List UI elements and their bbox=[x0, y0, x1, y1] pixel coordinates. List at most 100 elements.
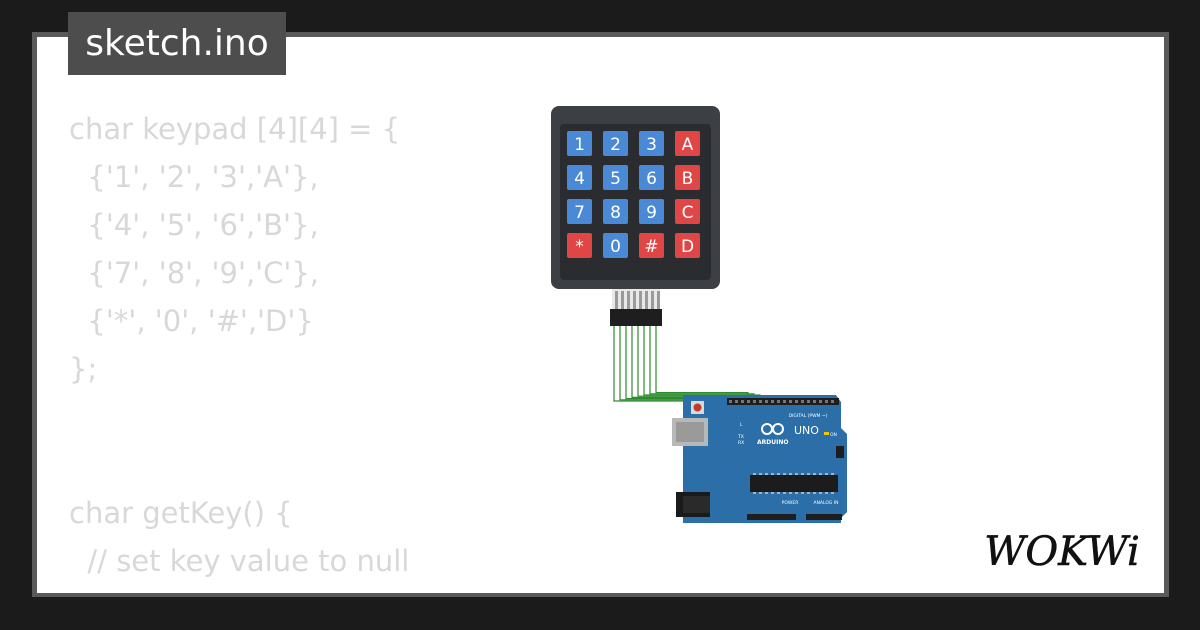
keypad-key[interactable]: B bbox=[675, 165, 700, 190]
keypad-key[interactable]: 8 bbox=[603, 199, 628, 224]
code-line: {'4', '5', '6','B'}, bbox=[69, 208, 319, 242]
code-line: char getKey() { bbox=[69, 496, 293, 530]
chip-pin bbox=[765, 492, 768, 494]
arduino-uno-board[interactable]: DIGITAL (PWM ~) UNO ARDUINO TX RX L ON P… bbox=[672, 395, 847, 523]
keypad-key[interactable]: 1 bbox=[567, 131, 592, 156]
keypad-key-label: 7 bbox=[574, 203, 585, 223]
keypad-key[interactable]: 9 bbox=[639, 199, 664, 224]
chip-pin bbox=[807, 492, 810, 494]
keypad-key-label: 9 bbox=[646, 203, 657, 223]
keypad-key[interactable]: 6 bbox=[639, 165, 664, 190]
keypad-key[interactable]: 0 bbox=[603, 233, 628, 258]
keypad-key[interactable]: D bbox=[675, 233, 700, 258]
keypad-key[interactable]: C bbox=[675, 199, 700, 224]
keypad-key-label: 6 bbox=[646, 169, 657, 189]
wire bbox=[613, 326, 791, 402]
keypad-key[interactable]: # bbox=[639, 233, 664, 258]
keypad-key[interactable]: A bbox=[675, 131, 700, 156]
keypad-key-label: 2 bbox=[610, 135, 621, 155]
connector-pin bbox=[657, 291, 660, 309]
chip-pin bbox=[771, 492, 774, 494]
chip-pin bbox=[831, 492, 834, 494]
power-header bbox=[747, 514, 796, 520]
file-tab[interactable]: sketch.ino bbox=[68, 12, 286, 75]
header-pin bbox=[771, 400, 774, 403]
keypad-key[interactable]: 7 bbox=[567, 199, 592, 224]
keypad-face bbox=[560, 124, 711, 280]
wokwi-logo-text: WOKWi bbox=[984, 529, 1140, 575]
keypad-key[interactable]: 3 bbox=[639, 131, 664, 156]
header-pin bbox=[747, 400, 750, 403]
header-pin bbox=[729, 400, 732, 403]
chip-pin bbox=[753, 473, 756, 475]
chip-pin bbox=[801, 473, 804, 475]
keypad-key-label: # bbox=[644, 237, 658, 257]
wokwi-logo[interactable]: WOKWi bbox=[975, 527, 1150, 575]
l-label: L bbox=[740, 422, 743, 428]
code-snippet: char keypad [4][4] = { {'1', '2', '3','A… bbox=[69, 105, 409, 593]
keypad-key-label: B bbox=[682, 169, 694, 189]
keypad-key[interactable]: 4 bbox=[567, 165, 592, 190]
header-pin bbox=[759, 400, 762, 403]
keypad-connector bbox=[610, 289, 662, 326]
chip-pin bbox=[813, 473, 816, 475]
chip-pin bbox=[765, 473, 768, 475]
arduino-logo bbox=[761, 423, 784, 435]
code-line: {'7', '8', '9','C'}, bbox=[69, 256, 320, 290]
keypad-key-label: C bbox=[682, 203, 694, 223]
header-pin bbox=[801, 400, 804, 403]
chip-pin bbox=[807, 473, 810, 475]
chip-pin bbox=[789, 492, 792, 494]
atmega-chip bbox=[750, 475, 838, 492]
chip-pin bbox=[819, 492, 822, 494]
header-pin bbox=[789, 400, 792, 403]
chip-pin bbox=[819, 473, 822, 475]
wire bbox=[637, 326, 767, 399]
wire bbox=[631, 326, 773, 399]
code-line: // set key value to null bbox=[69, 544, 410, 578]
connector-pin bbox=[627, 291, 630, 309]
chip-pin bbox=[813, 492, 816, 494]
keypad-key[interactable]: 5 bbox=[603, 165, 628, 190]
model-label: UNO bbox=[794, 424, 819, 437]
wire bbox=[625, 326, 779, 400]
tx-label: TX bbox=[737, 434, 744, 440]
connector-pin bbox=[639, 291, 642, 309]
icsp-header bbox=[836, 446, 844, 458]
on-led bbox=[824, 432, 829, 435]
header-pin bbox=[795, 400, 798, 403]
header-pin bbox=[741, 400, 744, 403]
keypad-key-label: * bbox=[575, 237, 584, 257]
chip-pin bbox=[825, 473, 828, 475]
rx-label: RX bbox=[738, 440, 744, 446]
keypad-key[interactable]: * bbox=[567, 233, 592, 258]
chip-pin bbox=[777, 492, 780, 494]
keypad-key-label: 4 bbox=[574, 169, 585, 189]
chip-pin bbox=[777, 473, 780, 475]
analog-header bbox=[806, 514, 842, 520]
header-pin bbox=[783, 400, 786, 403]
header-pin bbox=[813, 400, 816, 403]
wire-bundle bbox=[613, 326, 791, 402]
header-pin bbox=[825, 400, 828, 403]
code-line: {'*', '0', '#','D'} bbox=[69, 304, 314, 338]
chip-pin bbox=[783, 473, 786, 475]
keypad-key-label: 8 bbox=[610, 203, 621, 223]
keypad-key-label: 0 bbox=[610, 237, 621, 257]
keypad-key-label: 3 bbox=[646, 135, 657, 155]
code-line: char keyValue = '\0'; bbox=[69, 585, 409, 593]
chip-pin bbox=[771, 473, 774, 475]
connector-pin bbox=[633, 291, 636, 309]
header-pin bbox=[777, 400, 780, 403]
chip-pin bbox=[795, 492, 798, 494]
header-pin bbox=[831, 400, 834, 403]
keypad-key-label: 5 bbox=[610, 169, 621, 189]
header-pin bbox=[807, 400, 810, 403]
chip-pin bbox=[783, 492, 786, 494]
keypad-key[interactable]: 2 bbox=[603, 131, 628, 156]
code-line: {'1', '2', '3','A'}, bbox=[69, 160, 319, 194]
code-line: }; bbox=[69, 352, 98, 386]
